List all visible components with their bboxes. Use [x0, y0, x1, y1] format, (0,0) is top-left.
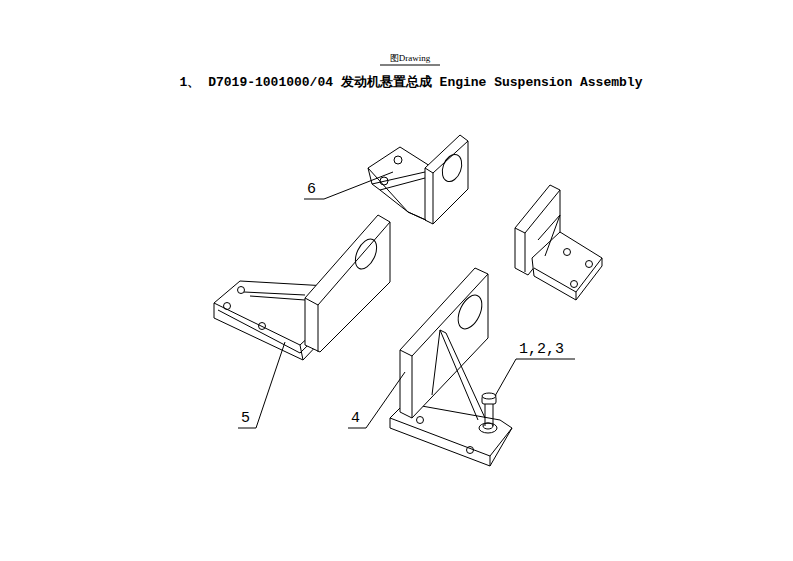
callout-number: 1,2,3 [519, 342, 564, 359]
callout-number: 6 [307, 182, 316, 199]
callout-number: 4 [351, 411, 360, 428]
callout-number: 5 [241, 411, 250, 428]
leader-line [495, 359, 575, 396]
bracket-part-5 [214, 215, 390, 360]
underline [380, 65, 440, 66]
leader-line [304, 172, 393, 199]
leader-line [238, 342, 285, 428]
leader-line [348, 372, 405, 428]
bracket-part-4 [390, 268, 512, 466]
bracket-part-6 [368, 135, 468, 224]
leader-lines [238, 65, 575, 428]
bracket-part-right [515, 185, 602, 300]
drawing-title: 1、 D7019-1001000/04 发动机悬置总成 Engine Suspe… [180, 75, 643, 91]
sheet-label: 图Drawing [390, 54, 431, 64]
